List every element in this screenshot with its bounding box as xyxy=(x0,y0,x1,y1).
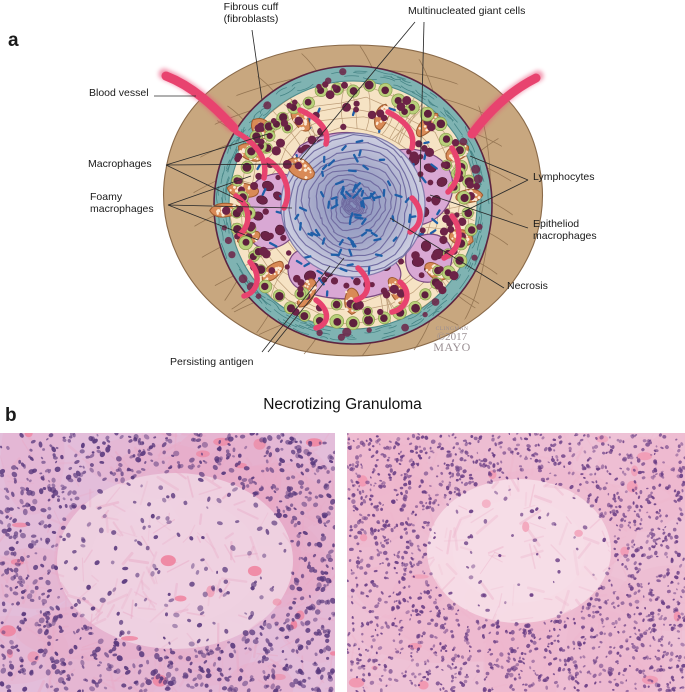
panel-a-illustration: a xyxy=(8,1,597,368)
blood-vessels xyxy=(158,68,544,331)
label-foamy-macrophages: Foamy macrophages xyxy=(90,191,154,215)
panel-b-letter: b xyxy=(5,405,17,426)
granuloma-diagram xyxy=(154,21,544,357)
watermark-institution: MAYO xyxy=(433,339,471,354)
watermark-artist: CLINGMAN xyxy=(435,326,469,332)
mayo-copyright-watermark: CLINGMAN ©2017 MAYO xyxy=(422,326,482,354)
label-persisting-antigen: Persisting antigen xyxy=(170,356,254,368)
panel-b-title: Necrotizing Granuloma xyxy=(263,396,422,413)
label-blood-vessel: Blood vessel xyxy=(89,87,149,99)
panel-a-letter: a xyxy=(8,30,19,51)
micrograph-left xyxy=(0,433,335,692)
leader-lines xyxy=(154,21,529,353)
necrosis-core xyxy=(281,133,425,277)
micrograph-right-image xyxy=(347,433,685,692)
label-epithelioid-macrophages: Epitheliod macrophages xyxy=(533,218,597,242)
label-necrosis: Necrosis xyxy=(507,280,548,292)
label-macrophages: Macrophages xyxy=(88,158,152,170)
label-multinucleated-giant-cells: Multinucleated giant cells xyxy=(408,5,526,17)
label-fibrous-cuff: Fibrous cuff (fibroblasts) xyxy=(223,1,279,25)
micrograph-right xyxy=(347,433,685,692)
panel-b-micrographs xyxy=(0,433,685,692)
label-lymphocytes: Lymphocytes xyxy=(533,171,595,183)
micrograph-left-image xyxy=(0,433,335,692)
watermark-year: ©2017 xyxy=(436,330,468,343)
